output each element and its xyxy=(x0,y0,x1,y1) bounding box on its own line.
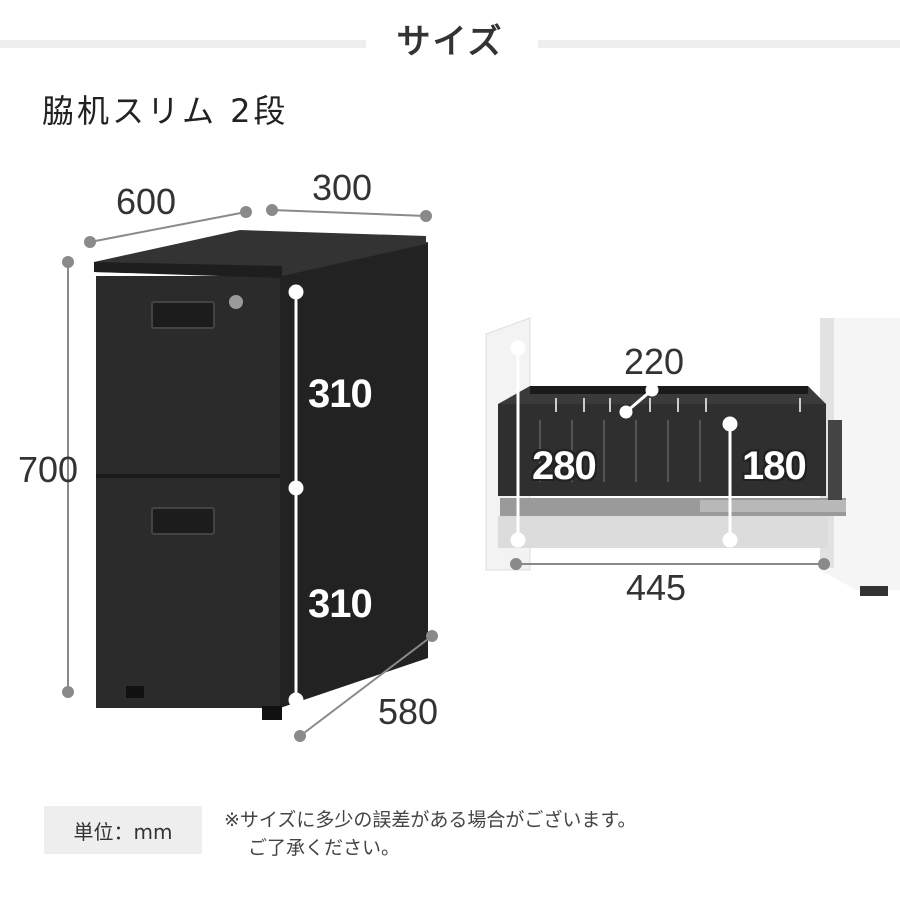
lock-icon xyxy=(229,295,243,309)
cabinet-illustration xyxy=(94,230,428,720)
drawer-inner-box xyxy=(498,404,826,496)
hanger-hooks xyxy=(539,420,701,482)
title-bar-right xyxy=(538,40,900,48)
drawer-depth-line xyxy=(510,558,830,570)
cabinet-height-label: 700 xyxy=(18,449,79,490)
cabinet-depth-top-label: 300 xyxy=(312,167,373,208)
drawer-slide-inner xyxy=(700,500,846,512)
file-dividers xyxy=(555,398,801,412)
drawer-seam xyxy=(96,474,280,478)
cabinet-dimension-lines xyxy=(62,204,438,742)
cabinet-width-label: 600 xyxy=(116,181,177,222)
cabinet-side-panel xyxy=(280,242,428,708)
unit-label: 単位：mm xyxy=(73,819,173,844)
drawer-inner-height-back-label: 180 xyxy=(742,444,807,488)
product-name: 脇机スリム 2段 xyxy=(42,92,289,130)
cabinet-foot-left xyxy=(126,686,144,698)
note-line-1: ※サイズに多少の誤差がある場合がございます。 xyxy=(224,809,637,831)
unit-badge: 単位：mm xyxy=(44,806,202,854)
drawer-bottom xyxy=(498,516,828,548)
rear-bracket xyxy=(828,420,842,500)
cabinet-foot-right xyxy=(262,706,282,720)
upper-drawer-height-label: 310 xyxy=(308,372,373,416)
cabinet-top-edge xyxy=(94,262,282,278)
title-bar-left xyxy=(0,40,366,48)
drawer-dimension-lines xyxy=(510,340,738,548)
cabinet-depth-label: 580 xyxy=(378,691,439,732)
upper-drawer-handle xyxy=(151,301,215,329)
cabinet-side-wall xyxy=(820,318,900,590)
size-note: ※サイズに多少の誤差がある場合がございます。 ご了承ください。 xyxy=(224,806,636,862)
drawer-inner-width-label: 220 xyxy=(624,341,685,382)
drawer-inner-height-front-label: 280 xyxy=(532,444,597,488)
lower-drawer-handle xyxy=(151,507,215,535)
drawer-height-lines xyxy=(288,284,304,708)
note-line-2: ご了承ください。 xyxy=(248,837,401,859)
hanging-rail xyxy=(530,386,808,394)
drawer-interior-illustration xyxy=(485,317,900,596)
drawer-foot xyxy=(860,586,888,596)
drawer-inner-depth-label: 445 xyxy=(626,567,687,608)
section-title: サイズ xyxy=(396,22,504,62)
cabinet-front xyxy=(96,276,280,708)
lower-drawer-height-label: 310 xyxy=(308,582,373,626)
